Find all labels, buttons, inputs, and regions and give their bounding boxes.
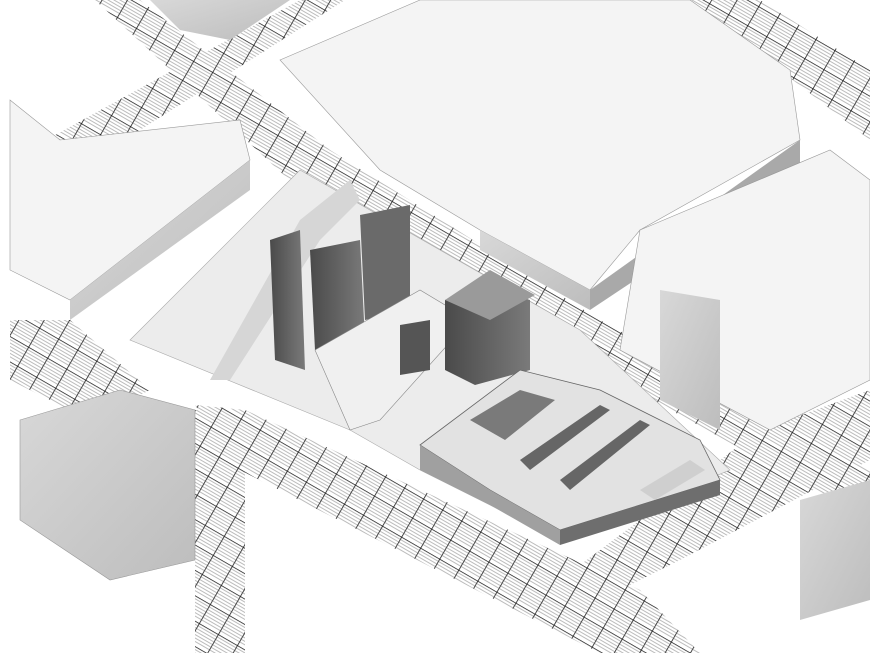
block-lower-left [19, 389, 196, 581]
tall-wall-1 [270, 230, 305, 370]
courtyard-side-wall [560, 480, 720, 545]
project-site [129, 169, 731, 545]
stair [640, 460, 705, 500]
street-lower-diagonal [195, 405, 700, 653]
street-lower-vertical [195, 410, 245, 653]
small-box [400, 320, 430, 375]
block-top-left-corner [150, 0, 290, 40]
courtyard-void [470, 390, 555, 440]
block-top-center-wall [480, 230, 590, 310]
block-top-center [279, 0, 801, 291]
surrounding-buildings [9, 0, 870, 620]
channel-2 [560, 420, 650, 490]
block-lower-right [800, 480, 870, 620]
tall-wall-3 [360, 205, 410, 320]
box-tower [445, 290, 530, 385]
courtyard-front-wall [420, 445, 560, 545]
channel-1 [520, 405, 610, 470]
box-tower-roof [445, 270, 535, 320]
block-right-tower [660, 290, 720, 430]
block-left-wall [70, 160, 250, 320]
tall-wall-2 [310, 240, 365, 350]
